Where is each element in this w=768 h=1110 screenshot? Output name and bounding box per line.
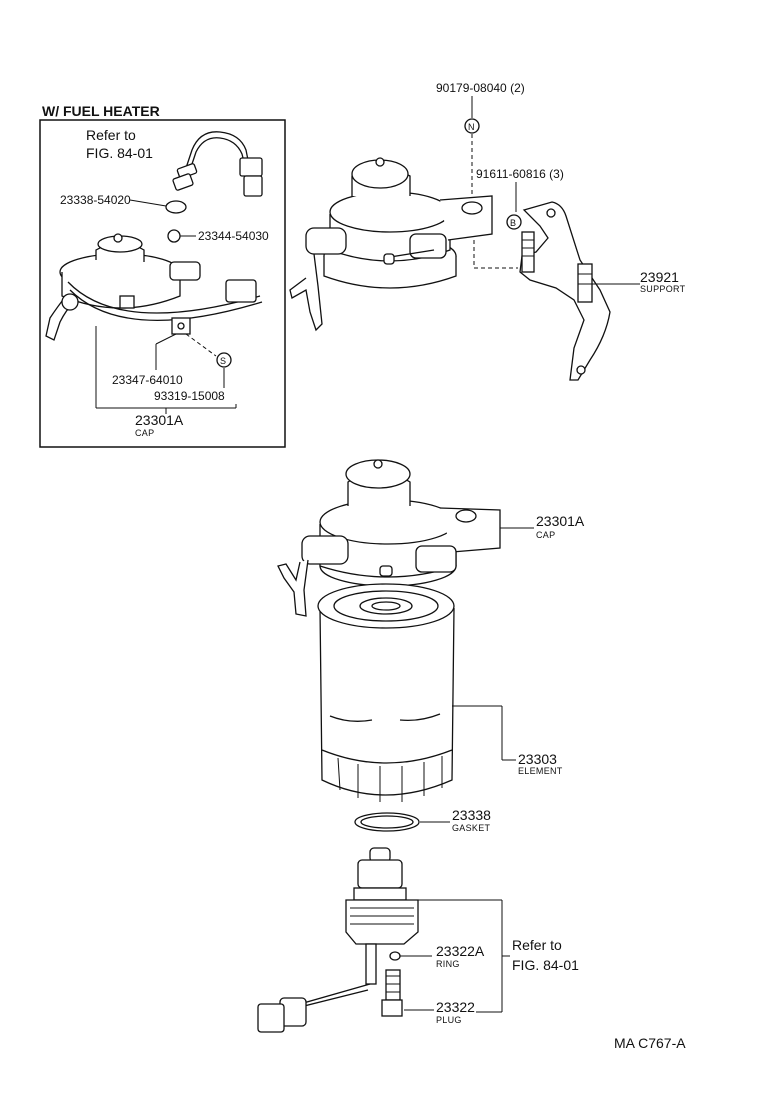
gasket-name: GASKET <box>452 823 491 833</box>
inset-cap-number: 23301A <box>135 412 184 428</box>
heater-cap-assembly <box>45 233 263 341</box>
gasket-number: 23338 <box>452 807 491 823</box>
main-cap-number: 23301A <box>536 513 585 529</box>
marker-b <box>506 214 522 230</box>
marker-n <box>464 118 480 134</box>
part-91611-60816: 91611-60816 (3) <box>476 167 564 181</box>
marker-n-label: N <box>468 122 475 132</box>
part-90179-08040: 90179-08040 (2) <box>436 81 525 95</box>
ring-name: RING <box>436 959 460 969</box>
main-cap <box>277 459 501 617</box>
element-name: ELEMENT <box>518 766 563 776</box>
ring-23344 <box>167 229 181 243</box>
ring-number: 23322A <box>436 943 485 959</box>
refer-line2: FIG. 84-01 <box>512 957 579 973</box>
inset-cap-name: CAP <box>135 428 154 438</box>
refer-line1: Refer to <box>512 937 562 953</box>
support-name: SUPPORT <box>640 284 686 294</box>
marker-b-label: B <box>510 218 516 228</box>
inset-title: W/ FUEL HEATER <box>42 103 160 119</box>
inset-marker-s: S <box>220 356 226 366</box>
plug-assembly <box>257 847 419 1033</box>
support-bracket <box>519 201 611 381</box>
upper-assembly: 90179-08040 (2) N 91611-60816 (3) B <box>289 81 686 381</box>
plug-number: 23322 <box>436 999 475 1015</box>
main-cap-name: CAP <box>536 530 555 540</box>
plug-name: PLUG <box>436 1015 462 1025</box>
upper-cap <box>289 157 493 332</box>
element-number: 23303 <box>518 751 557 767</box>
support-number: 23921 <box>640 269 679 285</box>
heater-harness <box>172 131 263 197</box>
figure-code: MA C767-A <box>614 1035 686 1051</box>
inset-refer-line2: FIG. 84-01 <box>86 145 153 161</box>
inset-part-23338-54020: 23338-54020 <box>60 193 131 207</box>
inset-part-93319-15008: 93319-15008 <box>154 389 225 403</box>
ring-23322a <box>389 951 401 961</box>
o-ring-23338 <box>165 200 187 214</box>
filter-element <box>317 583 455 802</box>
inset-refer-line1: Refer to <box>86 127 136 143</box>
fuel-heater-inset: W/ FUEL HEATER Refer to FIG. 84-01 23338… <box>39 103 286 448</box>
inset-frame <box>39 119 286 448</box>
inset-part-23344-54030: 23344-54030 <box>198 229 269 243</box>
inset-part-23347-64010: 23347-64010 <box>112 373 183 387</box>
marker-s <box>216 352 232 368</box>
